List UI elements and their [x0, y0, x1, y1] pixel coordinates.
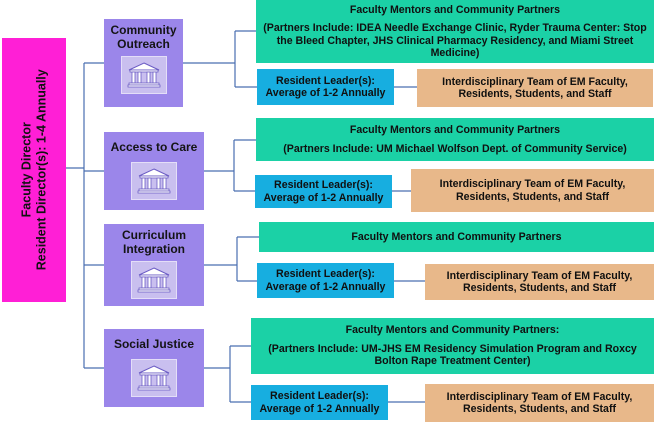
team-line: Interdisciplinary Team of EM Faculty,	[442, 75, 628, 88]
leader-box-community-outreach: Resident Leader(s): Average of 1-2 Annua…	[257, 69, 394, 105]
leader-line: Resident Leader(s):	[276, 74, 375, 87]
category-label-line: Social Justice	[113, 337, 195, 351]
leader-line: Average of 1-2 Annually	[265, 87, 386, 99]
team-line: Residents, Students, and Staff	[462, 282, 617, 294]
team-line: Residents, Students, and Staff	[462, 403, 617, 415]
faculty-director-label: Faculty Director	[19, 122, 34, 218]
partners-text: (Partners Include: IDEA Needle Exchange …	[263, 22, 647, 59]
leader-line: Average of 1-2 Annually	[259, 402, 380, 415]
resident-director-label: Resident Director(s): 1-4 Annually	[34, 69, 48, 271]
leader-line: Average of 1-2 Annually	[263, 191, 384, 204]
faculty-director-text: Faculty Director Resident Director(s): 1…	[19, 70, 49, 271]
leader-line: Resident Leader(s):	[274, 179, 373, 191]
leader-box-curriculum-integration: Resident Leader(s): Average of 1-2 Annua…	[257, 263, 394, 298]
team-box-social-justice: Interdisciplinary Team of EM Faculty, Re…	[425, 384, 654, 422]
partners-text: (Partners Include: UM-JHS EM Residency S…	[268, 342, 637, 368]
leader-box-social-justice: Resident Leader(s): Average of 1-2 Annua…	[251, 385, 388, 420]
faculty-director-box: Faculty Director Resident Director(s): 1…	[2, 38, 66, 302]
team-line: Residents, Students, and Staff	[458, 88, 612, 100]
category-community-outreach: Community Outreach	[104, 19, 183, 107]
building-columns-icon	[131, 162, 177, 201]
category-label-line: Access to Care	[110, 140, 198, 154]
mentors-title: Faculty Mentors and Community Partners	[349, 3, 561, 16]
building-columns-icon	[131, 359, 177, 398]
leader-line: Average of 1-2 Annually	[265, 280, 386, 293]
mentors-box-access-to-care: Faculty Mentors and Community Partners (…	[256, 118, 654, 161]
category-social-justice: Social Justice	[104, 329, 204, 407]
category-access-to-care: Access to Care	[104, 132, 204, 210]
team-line: Interdisciplinary Team of EM Faculty,	[446, 269, 633, 282]
mentors-title: Faculty Mentors and Community Partners:	[345, 324, 560, 337]
team-box-access-to-care: Interdisciplinary Team of EM Faculty, Re…	[411, 169, 654, 212]
team-line: Residents, Students, and Staff	[455, 190, 610, 203]
category-label-line: Integration	[123, 242, 185, 257]
mentors-box-community-outreach: Faculty Mentors and Community Partners (…	[256, 0, 654, 63]
team-line: Interdisciplinary Team of EM Faculty,	[439, 178, 626, 190]
team-line: Interdisciplinary Team of EM Faculty,	[446, 390, 633, 403]
leader-line: Resident Leader(s):	[276, 268, 375, 280]
category-label-line: Curriculum	[121, 228, 186, 242]
category-label-line: Community	[110, 23, 177, 37]
team-box-community-outreach: Interdisciplinary Team of EM Faculty, Re…	[417, 69, 653, 107]
leader-line: Resident Leader(s):	[270, 390, 369, 402]
team-box-curriculum-integration: Interdisciplinary Team of EM Faculty, Re…	[425, 264, 654, 300]
mentors-box-social-justice: Faculty Mentors and Community Partners: …	[251, 318, 654, 374]
mentors-title: Faculty Mentors and Community Partners	[351, 230, 562, 243]
mentors-title: Faculty Mentors and Community Partners	[349, 124, 561, 136]
building-columns-icon	[120, 56, 167, 95]
building-columns-icon	[131, 261, 177, 300]
category-label-line: Outreach	[117, 37, 170, 52]
partners-text: (Partners Include: UM Michael Wolfson De…	[283, 142, 627, 155]
leader-box-access-to-care: Resident Leader(s): Average of 1-2 Annua…	[255, 175, 392, 208]
category-curriculum-integration: Curriculum Integration	[104, 224, 204, 306]
mentors-box-curriculum-integration: Faculty Mentors and Community Partners	[259, 222, 654, 252]
